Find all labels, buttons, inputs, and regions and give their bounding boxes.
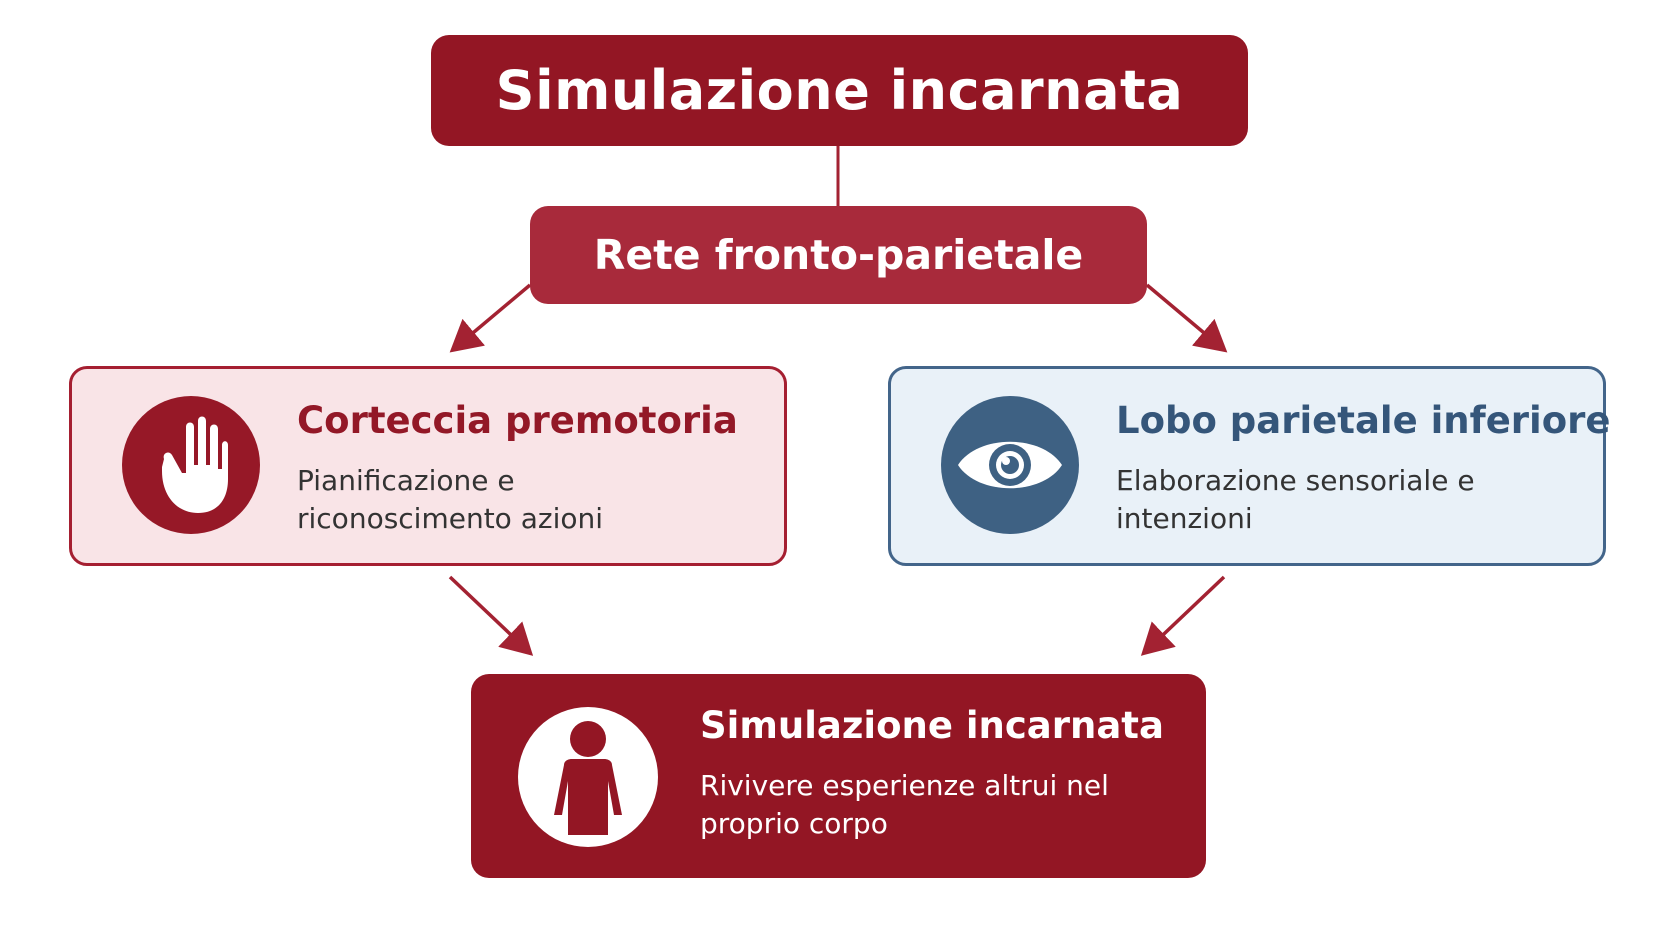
arrow-network-to-premotor bbox=[449, 283, 532, 353]
network-title: Rete fronto-parietale bbox=[593, 231, 1084, 279]
arrow-parietal-to-outcome bbox=[1140, 575, 1226, 656]
premotor-description: Pianificazione e riconoscimento azioni bbox=[297, 464, 604, 535]
person-icon bbox=[518, 707, 658, 847]
hand-icon bbox=[122, 396, 260, 534]
outcome-description: Rivivere esperienze altrui nel proprio c… bbox=[700, 769, 1109, 840]
parietal-title: Lobo parietale inferiore bbox=[1116, 399, 1611, 442]
premotor-title: Corteccia premotoria bbox=[297, 399, 738, 442]
parietal-description: Elaborazione sensoriale e intenzioni bbox=[1116, 464, 1475, 535]
eye-icon bbox=[941, 396, 1079, 534]
main-title: Simulazione incarnata bbox=[495, 59, 1184, 122]
parietal-card: Lobo parietale inferiore Elaborazione se… bbox=[888, 366, 1610, 566]
network-box: Rete fronto-parietale bbox=[530, 206, 1147, 304]
outcome-box: Simulazione incarnata Rivivere esperienz… bbox=[471, 674, 1206, 878]
outcome-title: Simulazione incarnata bbox=[700, 704, 1164, 747]
arrow-network-to-parietal bbox=[1145, 283, 1228, 353]
arrow-premotor-to-outcome bbox=[448, 575, 534, 656]
main-title-box: Simulazione incarnata bbox=[431, 35, 1248, 146]
premotor-card: Corteccia premotoria Pianificazione e ri… bbox=[69, 366, 787, 566]
